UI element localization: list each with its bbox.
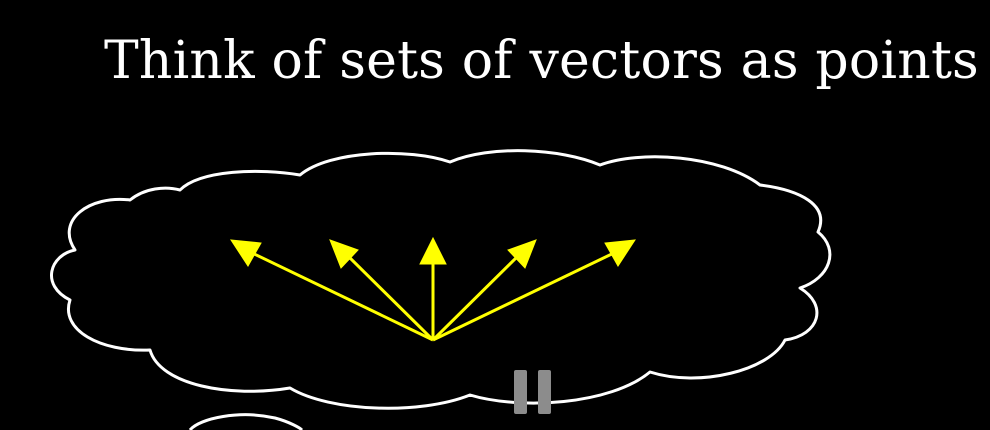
vector-arrowhead-5 bbox=[604, 239, 636, 267]
vector-arrow-5 bbox=[432, 249, 619, 342]
vector-set-cloud bbox=[50, 149, 832, 410]
second-cloud bbox=[188, 413, 304, 430]
vector-arrow-1 bbox=[247, 249, 434, 342]
vector-arrow-4 bbox=[431, 251, 523, 342]
pause-bar-right bbox=[538, 370, 551, 414]
pause-icon[interactable] bbox=[512, 370, 554, 414]
vector-arrowhead-4 bbox=[507, 239, 537, 269]
vector-fan bbox=[230, 236, 636, 342]
pause-bar-left bbox=[514, 370, 527, 414]
vector-arrow-2 bbox=[343, 251, 435, 342]
vector-arrowhead-2 bbox=[329, 239, 359, 269]
slide-title: Think of sets of vectors as points bbox=[104, 31, 979, 91]
vector-arrowhead-1 bbox=[230, 239, 262, 267]
vector-arrowhead-3 bbox=[419, 236, 447, 265]
